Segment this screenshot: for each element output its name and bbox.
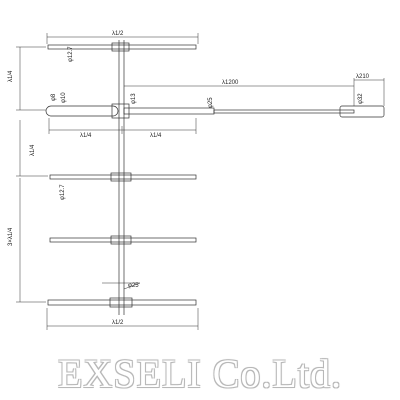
dim-stub-end-length: λ210 (356, 74, 370, 80)
element-5 (47, 297, 197, 308)
dim-top-element-diameter: φ12.7 (68, 46, 74, 62)
driven-element (45, 103, 215, 119)
dim-mast-diameter: φ25 (208, 97, 214, 108)
element-1 (47, 42, 197, 52)
dim-stub-length: λ1200 (222, 80, 239, 86)
element-4 (49, 235, 197, 245)
dim-left-half: λ1/4 (80, 133, 92, 139)
dim-boom-offset: λ1/4 (30, 144, 36, 156)
dim-boom-tube-diameter: φ25 (128, 283, 139, 289)
dim-boom-length: λ1/4 (8, 70, 14, 82)
dim-bottom-element-length: λ1/2 (112, 320, 124, 326)
dim-driven-inner-diameter: φ10 (61, 92, 67, 103)
dim-three-quarter-spacing: 3×λ1/4 (8, 227, 14, 246)
dim-right-half: λ1/4 (150, 133, 162, 139)
dim-top-element-length: λ1/2 (112, 31, 124, 37)
company-logo-watermark: EXSELI Co.Ltd. (58, 351, 342, 396)
dim-stub-end-diameter: φ32 (358, 93, 364, 104)
matching-stub (213, 105, 385, 118)
dim-gap-diameter: φ13 (131, 93, 137, 104)
dim-reflector-diameter: φ12.7 (60, 184, 66, 200)
element-3 (49, 172, 197, 182)
dim-driven-outer-diameter: φ8 (51, 93, 57, 101)
